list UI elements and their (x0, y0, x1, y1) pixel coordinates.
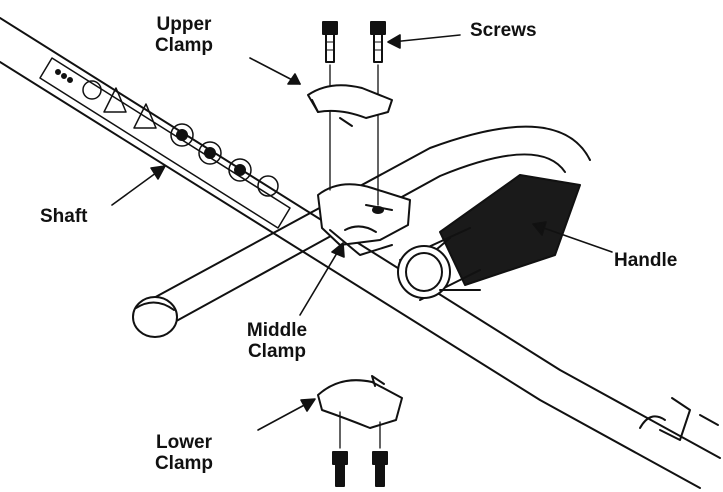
callout-arrows (111, 34, 613, 431)
handle-icon (397, 174, 581, 301)
lower-clamp-label: Lower Clamp (154, 432, 214, 474)
screws-label: Screws (470, 20, 537, 41)
upper-clamp-icon (307, 84, 393, 127)
screw-icon (332, 411, 388, 487)
handle-label: Handle (614, 250, 678, 271)
warning-decal-icon (39, 57, 291, 229)
middle-clamp-label: Middle Clamp (246, 320, 308, 362)
upper-clamp-label: Upper Clamp (154, 14, 214, 56)
lower-clamp-icon (317, 375, 403, 429)
screw-icon (322, 21, 386, 63)
middle-clamp-icon (317, 183, 411, 256)
shaft-label: Shaft (40, 206, 88, 227)
loop-bar-icon (132, 125, 591, 338)
